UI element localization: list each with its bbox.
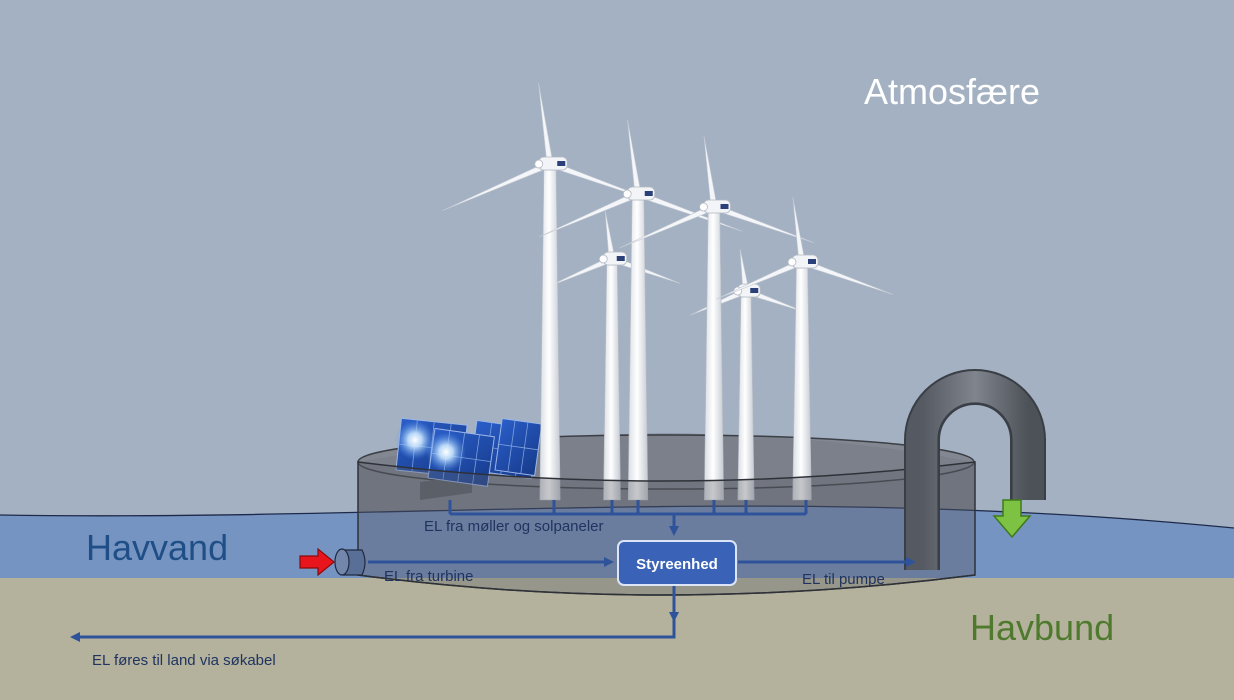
flow-label-to-pump: EL til pumpe <box>802 571 885 588</box>
outflow-arrow-icon <box>992 499 1032 539</box>
flow-label-from-turbine: EL fra turbine <box>384 568 474 585</box>
flow-label-from-turbines-and-panels: EL fra møller og solpaneler <box>424 518 604 535</box>
inflow-arrow-icon <box>299 547 335 577</box>
pump-pipe-icon <box>904 369 1046 570</box>
wind-turbine-icon <box>715 197 894 501</box>
water-turbine-icon <box>299 547 366 577</box>
control-unit: Styreenhed <box>617 540 737 586</box>
control-unit-label: Styreenhed <box>636 556 718 573</box>
atmosphere-label: Atmosfære <box>864 71 1040 112</box>
flow-label-to-land: EL føres til land via søkabel <box>92 652 276 669</box>
seawater-label: Havvand <box>86 527 228 568</box>
wind-turbines <box>442 83 894 501</box>
solar-panel-icon <box>395 417 543 500</box>
wind-turbine-icon <box>547 210 681 501</box>
seabed-zone <box>0 578 1234 700</box>
wind-turbine-icon <box>619 135 815 501</box>
collector-cable <box>448 500 808 536</box>
seabed-label: Havbund <box>970 607 1114 648</box>
sea-surface-line <box>0 505 1234 529</box>
